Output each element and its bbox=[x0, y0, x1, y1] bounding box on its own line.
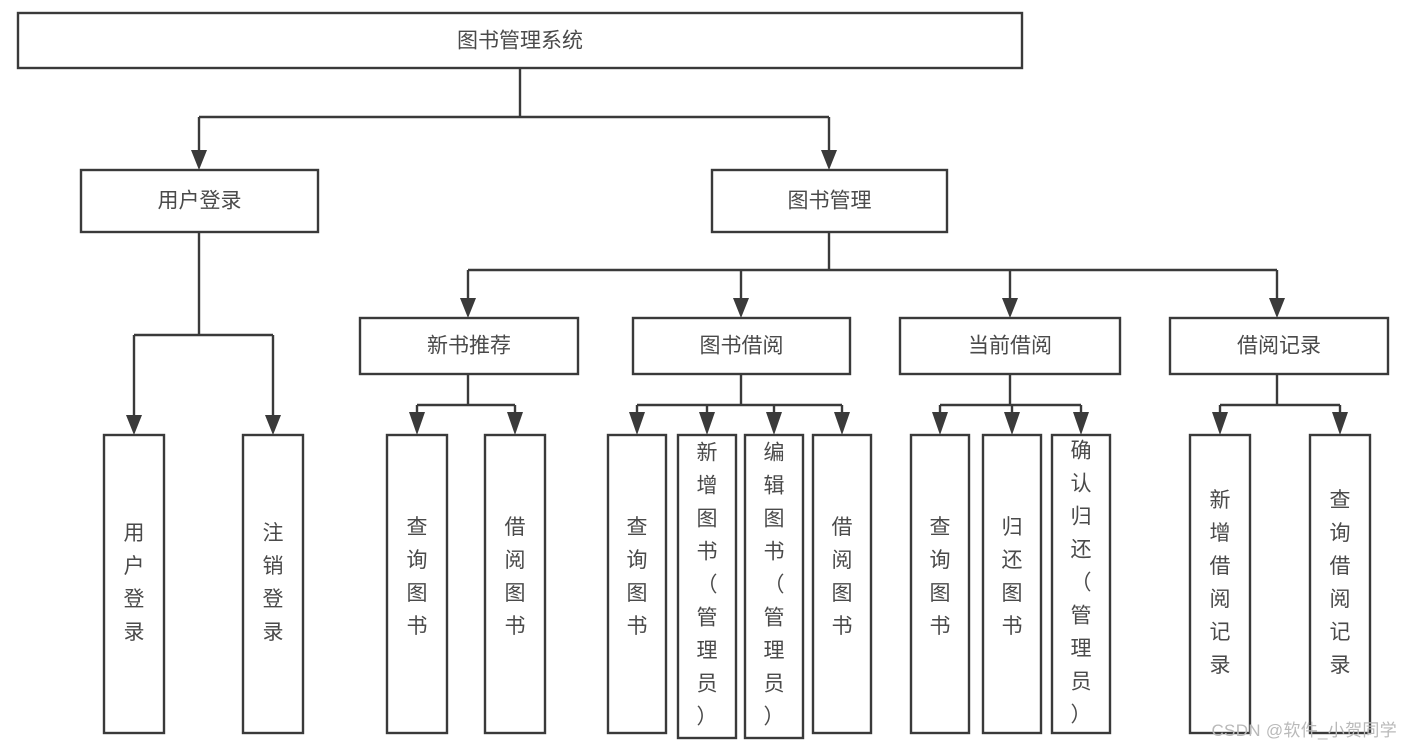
node-leaf-query-book-borrow[interactable]: 查询图书 bbox=[606, 433, 668, 735]
arrow-head-book-manage bbox=[821, 150, 837, 170]
node-new-book-recommend-box[interactable] bbox=[358, 316, 580, 376]
node-leaf-borrow-book-recommend[interactable]: 借阅图书 bbox=[483, 433, 547, 735]
node-book-manage-label: 图书管理 bbox=[788, 190, 872, 213]
arrow-head-leaf-query-borrow-record bbox=[1332, 412, 1348, 435]
connector-group-book-manage bbox=[460, 232, 1285, 318]
arrow-head-leaf-confirm-return bbox=[1073, 412, 1089, 435]
node-leaf-user-login-box[interactable] bbox=[102, 433, 166, 735]
node-book-borrow-box[interactable] bbox=[631, 316, 852, 376]
connector-group-new-book-recommend bbox=[409, 374, 523, 435]
arrow-head-leaf-user-login bbox=[126, 415, 142, 435]
arrow-head-leaf-borrow-book bbox=[834, 412, 850, 435]
connector-group-root bbox=[191, 68, 837, 170]
node-leaf-borrow-book-recommend-label: 借阅图书 bbox=[505, 516, 526, 638]
node-root[interactable]: 图书管理系统 bbox=[16, 11, 1024, 70]
node-leaf-borrow-book-label: 借阅图书 bbox=[832, 516, 853, 638]
node-user-login-label: 用户登录 bbox=[158, 190, 242, 213]
arrow-head-borrow-record bbox=[1269, 298, 1285, 318]
node-user-login[interactable]: 用户登录 bbox=[79, 168, 320, 234]
node-leaf-borrow-book[interactable]: 借阅图书 bbox=[811, 433, 873, 735]
node-leaf-return-book-label: 归还图书 bbox=[1002, 516, 1023, 638]
arrow-head-leaf-edit-book bbox=[766, 412, 782, 435]
node-book-manage-box[interactable] bbox=[710, 168, 949, 234]
node-leaf-query-borrow-record-label: 查询借阅记录 bbox=[1330, 489, 1351, 677]
node-root-box[interactable] bbox=[16, 11, 1024, 70]
arrow-head-book-borrow bbox=[733, 298, 749, 318]
node-leaf-user-login[interactable]: 用户登录 bbox=[102, 433, 166, 735]
node-leaf-query-book-recommend-label: 查询图书 bbox=[407, 516, 428, 638]
node-leaf-confirm-return-box[interactable] bbox=[1050, 433, 1112, 735]
node-borrow-record-box[interactable] bbox=[1168, 316, 1390, 376]
node-borrow-record[interactable]: 借阅记录 bbox=[1168, 316, 1390, 376]
node-current-borrow-box[interactable] bbox=[898, 316, 1122, 376]
node-leaf-query-book-recommend-box[interactable] bbox=[385, 433, 449, 735]
node-leaf-edit-book-box[interactable] bbox=[743, 433, 805, 740]
node-leaf-confirm-return-label: 确认归还（管理员） bbox=[1071, 440, 1092, 727]
node-leaf-query-book-current-label: 查询图书 bbox=[930, 516, 951, 638]
connector-group-borrow-record bbox=[1212, 374, 1348, 435]
node-book-borrow-label: 图书借阅 bbox=[700, 335, 784, 358]
node-book-borrow[interactable]: 图书借阅 bbox=[631, 316, 852, 376]
arrow-head-leaf-return-book bbox=[1004, 412, 1020, 435]
arrow-head-current-borrow bbox=[1002, 298, 1018, 318]
node-leaf-edit-book-label: 编辑图书（管理员） bbox=[764, 442, 785, 729]
node-leaf-add-book-box[interactable] bbox=[676, 433, 738, 740]
arrow-head-leaf-logout bbox=[265, 415, 281, 435]
node-leaf-logout[interactable]: 注销登录 bbox=[241, 433, 305, 735]
connector-group-book-borrow bbox=[629, 374, 850, 435]
node-leaf-query-book-borrow-box[interactable] bbox=[606, 433, 668, 735]
node-leaf-add-book[interactable]: 新增图书（管理员） bbox=[676, 433, 738, 740]
node-leaf-add-borrow-record-box[interactable] bbox=[1188, 433, 1252, 735]
node-current-borrow-label: 当前借阅 bbox=[968, 335, 1052, 358]
node-root-label: 图书管理系统 bbox=[457, 30, 583, 53]
node-leaf-borrow-book-box[interactable] bbox=[811, 433, 873, 735]
node-leaf-user-login-label: 用户登录 bbox=[124, 522, 145, 644]
node-new-book-recommend[interactable]: 新书推荐 bbox=[358, 316, 580, 376]
arrow-head-leaf-query-book-borrow bbox=[629, 412, 645, 435]
node-borrow-record-label: 借阅记录 bbox=[1237, 335, 1321, 358]
node-leaf-add-borrow-record[interactable]: 新增借阅记录 bbox=[1188, 433, 1252, 735]
node-current-borrow[interactable]: 当前借阅 bbox=[898, 316, 1122, 376]
node-leaf-add-book-label: 新增图书（管理员） bbox=[697, 442, 718, 729]
arrow-head-user-login bbox=[191, 150, 207, 170]
node-user-login-box[interactable] bbox=[79, 168, 320, 234]
node-leaf-borrow-book-recommend-box[interactable] bbox=[483, 433, 547, 735]
arrow-head-leaf-query-book-current bbox=[932, 412, 948, 435]
node-leaf-query-book-current[interactable]: 查询图书 bbox=[909, 433, 971, 735]
connector-group-current-borrow bbox=[932, 374, 1089, 435]
node-leaf-logout-box[interactable] bbox=[241, 433, 305, 735]
node-leaf-return-book[interactable]: 归还图书 bbox=[981, 433, 1043, 735]
node-new-book-recommend-label: 新书推荐 bbox=[427, 335, 511, 358]
arrow-head-leaf-add-book bbox=[699, 412, 715, 435]
node-leaf-edit-book[interactable]: 编辑图书（管理员） bbox=[743, 433, 805, 740]
connector-group-user-login bbox=[126, 232, 281, 435]
arrow-head-leaf-query-book-recommend bbox=[409, 412, 425, 435]
node-leaf-query-book-borrow-label: 查询图书 bbox=[627, 516, 648, 638]
arrow-head-leaf-add-borrow-record bbox=[1212, 412, 1228, 435]
node-leaf-add-borrow-record-label: 新增借阅记录 bbox=[1210, 489, 1231, 677]
arrow-head-leaf-borrow-book-recommend bbox=[507, 412, 523, 435]
node-leaf-query-borrow-record-box[interactable] bbox=[1308, 433, 1372, 735]
node-leaf-query-book-recommend[interactable]: 查询图书 bbox=[385, 433, 449, 735]
node-leaf-confirm-return[interactable]: 确认归还（管理员） bbox=[1050, 433, 1112, 735]
node-leaf-query-borrow-record[interactable]: 查询借阅记录 bbox=[1308, 433, 1372, 735]
node-leaf-return-book-box[interactable] bbox=[981, 433, 1043, 735]
arrow-head-new-book-recommend bbox=[460, 298, 476, 318]
node-leaf-logout-label: 注销登录 bbox=[263, 522, 284, 644]
node-leaf-query-book-current-box[interactable] bbox=[909, 433, 971, 735]
node-book-manage[interactable]: 图书管理 bbox=[710, 168, 949, 234]
